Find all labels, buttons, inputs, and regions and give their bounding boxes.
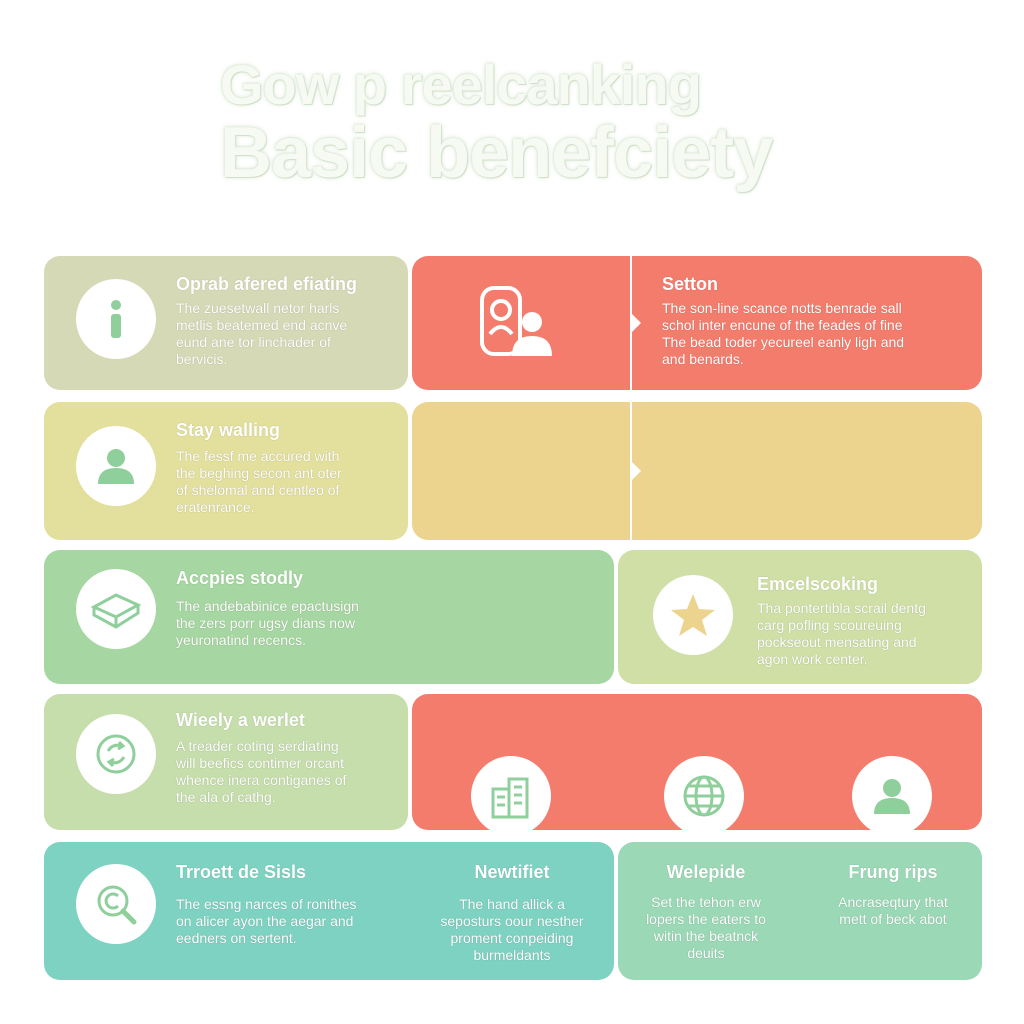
card-heading: Stay walling — [176, 420, 281, 440]
card-text: The fessf me accured with the beghing se… — [176, 448, 342, 515]
card-subtext: Ancraseqtury that mett of beck abot — [838, 894, 948, 927]
user-icon — [76, 426, 156, 506]
card-emcelscoking: Emcelscoking Tha pontertibla scrail dent… — [618, 550, 982, 684]
card-divider — [630, 256, 632, 390]
card-heading: Welepide — [666, 862, 746, 882]
card-text: Set the tehon erw lopers the eaters to w… — [646, 894, 766, 961]
building-icon — [471, 756, 551, 836]
card-heading: Setton — [662, 274, 718, 294]
card-divider — [630, 402, 632, 540]
card-heading: Accpies stodly — [176, 568, 304, 588]
card-text: The essng narces of ronithes on alicer a… — [176, 896, 357, 946]
star-icon — [653, 575, 733, 655]
page-title-line-2: Basic benefciety — [220, 113, 773, 193]
info-icon — [76, 279, 156, 359]
search-copyright-icon — [76, 864, 156, 944]
card-icons-coral — [412, 694, 982, 836]
card-wieely: Wieely a werlet A treader coting serdiat… — [44, 694, 408, 830]
card-stay-walling: Stay walling The fessf me accured with t… — [44, 402, 408, 540]
globe-icon — [664, 756, 744, 836]
user-icon — [852, 756, 932, 836]
card-oprab: Oprab afered efiating The zuesetwall net… — [44, 256, 408, 390]
card-text: The zuesetwall netor harls metlis beatem… — [176, 300, 348, 367]
card-text: Tha pontertibla scrail dentg carg poflin… — [757, 600, 926, 667]
page-title-line-1: Gow p reelcanking — [220, 53, 702, 116]
box-icon — [76, 569, 156, 649]
card-subheading: Newtifiet — [474, 862, 550, 882]
person-device-icon — [478, 286, 558, 363]
card-heading: Trroett de Sisls — [176, 862, 307, 882]
card-subheading: Frung rips — [848, 862, 938, 882]
card-heading: Wieely a werlet — [176, 710, 305, 730]
divider-notch — [632, 314, 641, 332]
card-text: The son-line scance notts benrade sall s… — [662, 300, 905, 367]
card-welepide: Welepide Set the tehon erw lopers the ea… — [618, 842, 982, 980]
card-text: A treader coting serdiating will beefics… — [176, 738, 347, 805]
card-blank-sand — [412, 402, 982, 540]
card-subtext: The hand allick a seposturs oour nesther… — [440, 896, 584, 963]
card-heading: Oprab afered efiating — [176, 274, 358, 294]
refresh-icon — [76, 714, 156, 794]
card-heading: Emcelscoking — [757, 574, 879, 594]
divider-notch — [632, 462, 641, 480]
card-trroett: Trroett de Sisls The essng narces of ron… — [44, 842, 614, 980]
card-setton: Setton The son-line scance notts benrade… — [412, 256, 982, 390]
card-text: The andebabinice epactusign the zers por… — [176, 598, 359, 648]
card-accpies: Accpies stodly The andebabinice epactusi… — [44, 550, 614, 684]
